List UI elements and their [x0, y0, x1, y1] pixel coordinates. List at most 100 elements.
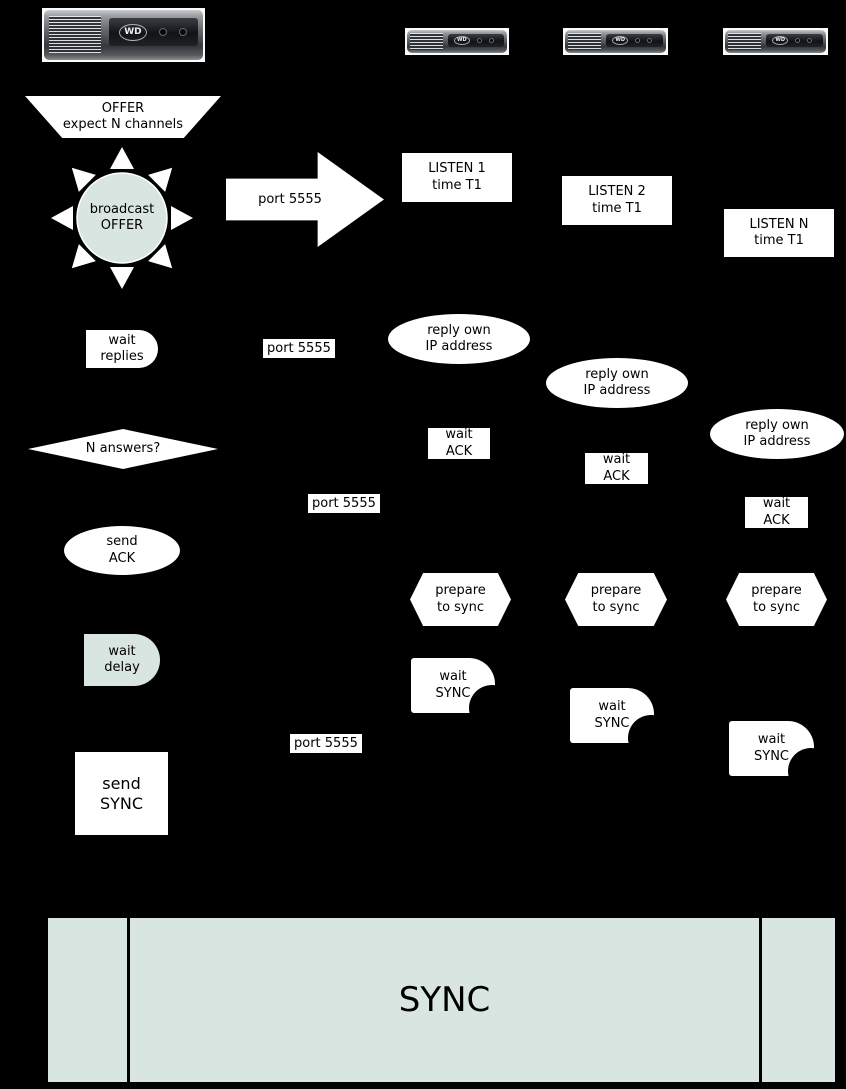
label-line: send [106, 534, 138, 550]
master-device-photo: WD [42, 8, 205, 62]
label-line: port 5555 [294, 736, 358, 751]
sync-bar-divider-left [127, 918, 130, 1082]
label-line: ACK [763, 512, 790, 528]
broadcast-offer-label: broadcast OFFER [49, 145, 195, 291]
wait-ack-box-1: wait ACK [428, 427, 490, 459]
device-led-dot [795, 37, 801, 43]
device-front-panel: WD [109, 18, 199, 46]
label-line: wait [762, 496, 791, 512]
label-line: SYNC [398, 980, 491, 1020]
offer-banner: OFFER expect N channels [25, 96, 221, 138]
label-line: reply own [427, 322, 491, 338]
device-led-dot [488, 37, 494, 43]
wait-ack-box-3: wait ACK [745, 496, 808, 528]
label-line: to sync [592, 599, 640, 615]
wd-logo: WD [119, 23, 147, 41]
wait-delay-node: wait delay [84, 634, 160, 686]
label-line: ACK [603, 468, 630, 484]
label-line: wait [598, 699, 626, 715]
label-line: time T1 [432, 177, 482, 193]
label-line: prepare [590, 583, 642, 599]
label-line: SYNC [99, 793, 144, 813]
label-line: to sync [436, 599, 485, 615]
label-line: port 5555 [258, 192, 322, 207]
device-led-dot [178, 28, 187, 36]
prepare-sync-hex-3: prepare to sync [726, 573, 827, 626]
device-led-dot [476, 37, 482, 43]
port-label-sync: port 5555 [290, 734, 362, 753]
reply-ip-ellipse-2: reply own IP address [546, 358, 688, 408]
listen-box-2: LISTEN 2 time T1 [562, 176, 672, 225]
label-line: wait [757, 732, 786, 748]
device-led-dot [158, 28, 167, 36]
label-line: IP address [425, 339, 493, 354]
label-line: time T1 [592, 200, 642, 216]
wait-sync-node-3: wait SYNC [729, 721, 834, 794]
label-line: N answers? [85, 440, 161, 456]
media-player-device: WD [407, 30, 507, 53]
label-line: wait [439, 669, 467, 685]
sun-burst-icon [51, 147, 193, 289]
media-player-device: WD [565, 30, 666, 53]
wait-sync-node-2: wait SYNC [570, 688, 674, 761]
label-line: replies [100, 349, 144, 364]
client-device-photo-2: WD [563, 28, 668, 55]
device-vents [568, 32, 602, 50]
label-line: IP address [583, 383, 651, 398]
prepare-sync-hex-1: prepare to sync [410, 573, 511, 626]
wd-logo: WD [772, 35, 789, 45]
wait-replies-node: wait replies [86, 330, 158, 368]
client-device-photo-1: WD [405, 28, 509, 55]
label-line: LISTEN N [749, 216, 809, 232]
device-vents [728, 32, 762, 50]
label-line: ACK [445, 443, 473, 459]
wd-logo: WD [454, 35, 470, 45]
device-vents [410, 32, 443, 50]
label-line: SYNC [435, 685, 471, 701]
label-line: SYNC [754, 748, 789, 764]
device-led-dot [647, 37, 653, 43]
sync-bar-label: SYNC [130, 918, 759, 1082]
wd-logo: WD [612, 35, 629, 45]
label-line: OFFER [101, 100, 145, 116]
prepare-sync-hex-2: prepare to sync [565, 573, 667, 626]
media-player-device: WD [725, 30, 826, 53]
device-front-panel: WD [606, 33, 663, 47]
label-line: wait [602, 452, 631, 468]
send-sync-box: send SYNC [75, 752, 168, 835]
reply-ip-ellipse-1: reply own IP address [388, 314, 530, 364]
label-line: prepare [435, 583, 486, 599]
port-label-ack: port 5555 [308, 494, 380, 513]
label-line: OFFER [100, 218, 144, 233]
n-answers-decision: N answers? [28, 429, 218, 469]
wait-sync-node-1: wait SYNC [411, 658, 515, 731]
listen-box-n: LISTEN N time T1 [724, 209, 834, 257]
label-line: time T1 [754, 233, 804, 248]
wait-ack-box-2: wait ACK [585, 452, 648, 484]
label-line: reply own [585, 366, 649, 382]
label-line: wait [108, 332, 136, 348]
listen-box-1: LISTEN 1 time T1 [402, 153, 512, 202]
label-line: port 5555 [312, 496, 376, 511]
label-line: broadcast [89, 201, 155, 217]
device-front-panel: WD [448, 33, 504, 47]
client-device-photo-3: WD [723, 28, 828, 55]
label-line: send [102, 773, 141, 793]
sync-bar-divider-right [759, 918, 762, 1082]
port-label-broadcast: port 5555 [226, 152, 354, 247]
send-ack-ellipse: send ACK [64, 526, 180, 575]
broadcast-sun: broadcast OFFER [49, 145, 195, 291]
label-line: port 5555 [267, 341, 331, 356]
label-line: prepare [751, 583, 802, 599]
label-line: delay [104, 660, 140, 675]
label-line: ACK [108, 550, 136, 566]
port-label-reply: port 5555 [263, 339, 335, 358]
device-vents [48, 16, 102, 53]
sync-bar: SYNC [48, 918, 835, 1082]
label-line: SYNC [594, 715, 630, 731]
label-line: IP address [743, 434, 811, 449]
media-player-device: WD [44, 10, 203, 60]
label-line: to sync [752, 599, 801, 615]
device-led-dot [635, 37, 641, 43]
